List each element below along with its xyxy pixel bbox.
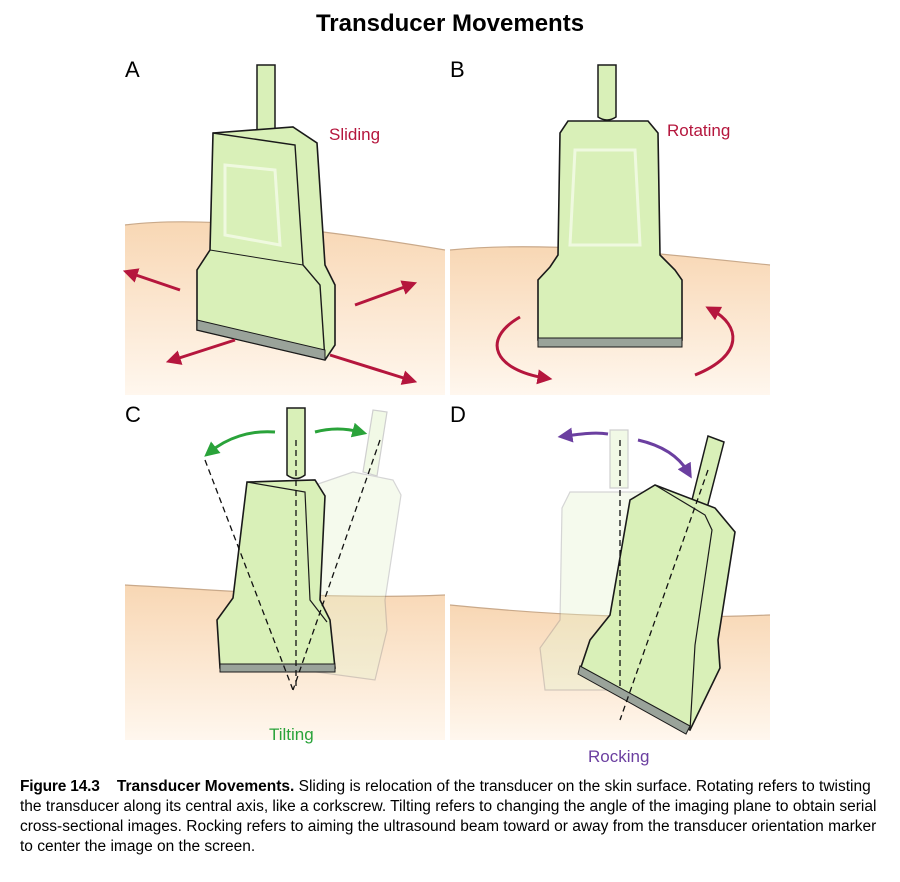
- movement-label: Sliding: [329, 125, 381, 144]
- sliding-arrows: [122, 268, 418, 385]
- panel-rocking: D Rocking: [449, 400, 771, 766]
- panel-letter: D: [450, 402, 466, 427]
- panel-sliding: A Sliding: [122, 55, 446, 395]
- caption-text: Sliding is relocation of the transducer …: [20, 778, 877, 855]
- transducer-probe: [577, 435, 736, 735]
- rotating-illustration: [449, 64, 771, 395]
- movement-label: Rocking: [588, 747, 650, 766]
- panel-letter: B: [450, 57, 465, 82]
- transducer-probe: [216, 407, 336, 673]
- tilt-plane-lines: [204, 439, 381, 691]
- movement-label: Tilting: [269, 725, 314, 744]
- panel-tilting: C Tilting: [124, 400, 446, 744]
- caption-title: Transducer Movements.: [116, 778, 295, 795]
- sliding-illustration: [122, 64, 446, 395]
- movement-label: Rotating: [667, 121, 731, 140]
- rock-axis-lines: [619, 440, 709, 721]
- panel-letter: A: [125, 57, 140, 82]
- diagram-title: Transducer Movements: [315, 10, 585, 37]
- transducer-probe: [196, 64, 336, 361]
- panel-rotating: B Rotating: [449, 55, 771, 395]
- rocking-illustration: [449, 427, 771, 740]
- figure-number: Figure 14.3: [20, 778, 100, 795]
- tilting-arrows: [204, 422, 368, 457]
- rocking-arrows: [557, 427, 692, 479]
- transducer-probe: [537, 64, 683, 348]
- tilting-illustration: [124, 407, 446, 740]
- figure-caption: Figure 14.3 Transducer Movements. Slidin…: [20, 777, 882, 857]
- panel-letter: C: [125, 402, 141, 427]
- rotating-arrows: [495, 306, 735, 385]
